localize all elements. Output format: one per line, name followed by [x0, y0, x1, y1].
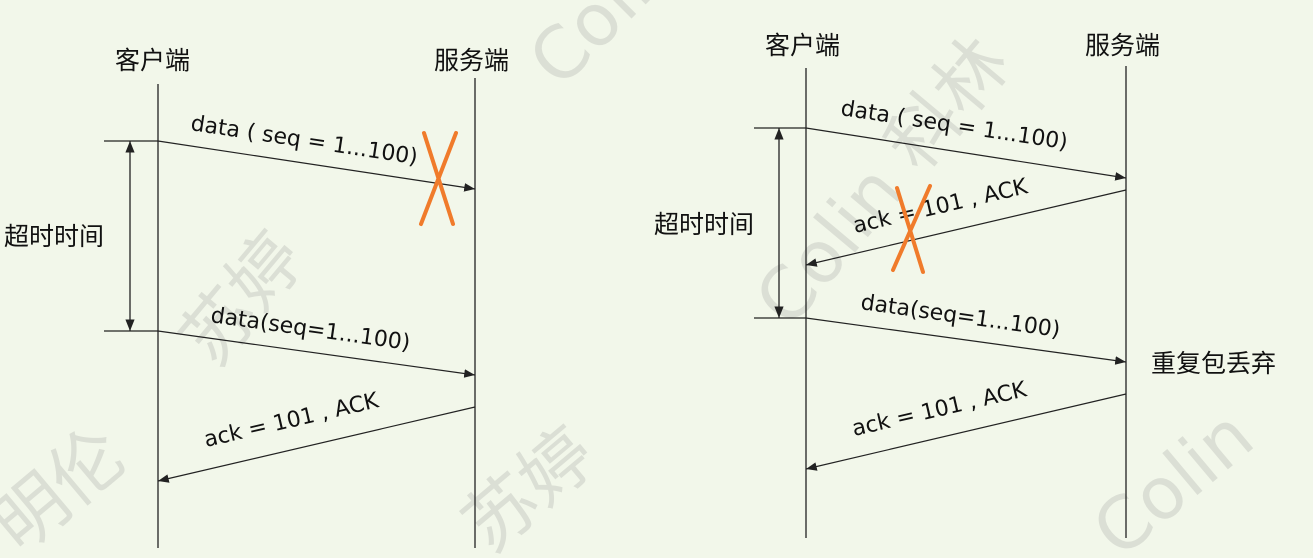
- data-message-arrow: [805, 127, 1127, 181]
- client-label: 客户端: [115, 46, 190, 75]
- watermark-text: 明伦: [0, 411, 141, 558]
- watermark-text: Colin: [1077, 393, 1269, 558]
- watermark-text: 苏婷: [447, 411, 611, 558]
- retransmit-message-arrow: [157, 330, 476, 378]
- data-message-arrow: [157, 140, 476, 192]
- ack-message-label: ack = 101 , ACK: [850, 377, 1030, 442]
- timeout-label: 超时时间: [654, 210, 754, 239]
- lost-packet-cross-icon: [891, 184, 932, 274]
- timeout-label: 超时时间: [4, 222, 104, 251]
- retransmit-message-label: data(seq=1...100): [859, 290, 1062, 343]
- ack-message-arrow: [805, 393, 1127, 471]
- watermark-layer: Colin 科林 苏婷 明伦 苏婷 Colin 科林 Colin: [0, 0, 1269, 558]
- server-label: 服务端: [1085, 31, 1160, 60]
- server-label: 服务端: [434, 46, 509, 75]
- client-label: 客户端: [765, 31, 840, 60]
- duplicate-discard-note: 重复包丢弃: [1151, 349, 1276, 378]
- data-message-label: data ( seq = 1...100): [189, 111, 419, 170]
- ack-lost-message-arrow: [805, 189, 1127, 267]
- ack-message-label: ack = 101 , ACK: [202, 388, 382, 453]
- watermark-text: 苏婷: [164, 217, 321, 381]
- lost-packet-cross-icon: [419, 131, 458, 226]
- retransmit-message-arrow: [805, 317, 1127, 365]
- ack-message-arrow: [157, 406, 476, 483]
